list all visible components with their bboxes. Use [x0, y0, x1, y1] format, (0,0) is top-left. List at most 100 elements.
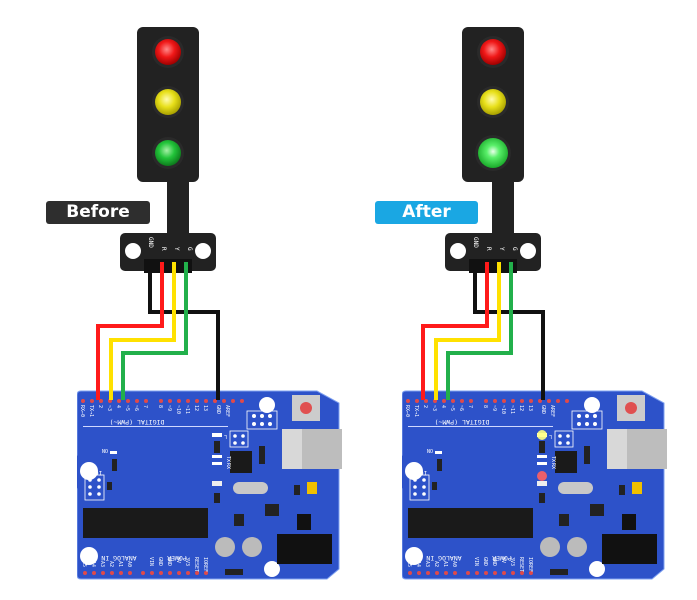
- l-label: L: [224, 433, 227, 439]
- digital-pin-label: 12: [193, 405, 199, 411]
- analog-pin-label: A4: [90, 561, 96, 567]
- gnd-pin-label: GND: [540, 405, 546, 414]
- analog-pin-label: A5: [406, 561, 412, 567]
- power-pin-label: GND: [157, 557, 163, 566]
- pin-label-g: G: [186, 247, 193, 251]
- digital-pin-label: 8: [157, 405, 163, 408]
- after-label: After: [375, 201, 478, 224]
- digital-pin-label: RX←0: [404, 405, 410, 417]
- digital-pin-label: 8: [482, 405, 488, 408]
- tx-label: TX: [550, 456, 556, 462]
- wires-after: [421, 262, 545, 400]
- power-pin-label: 5V: [500, 557, 506, 563]
- pin-label-gnd: GND: [147, 237, 154, 248]
- digital-pin-label: ~10: [500, 405, 506, 414]
- digital-pin-label: 4: [115, 405, 121, 408]
- wire-yellow: [434, 262, 501, 400]
- board-labels: DIGITAL (PWM~) ANALOG IN POWER ICSP ON T…: [79, 405, 231, 572]
- digital-pin-label: ~11: [509, 405, 515, 414]
- wire-green: [446, 262, 513, 400]
- pin-label-gnd: GND: [472, 237, 479, 248]
- power-pin-label: 3V3: [509, 557, 515, 566]
- digital-pin-label: ~9: [166, 405, 172, 411]
- power-pin-label: VIN: [148, 557, 154, 566]
- analog-pin-label: A1: [117, 561, 123, 567]
- digital-pin-label: ~5: [449, 405, 455, 411]
- pin-label-r: R: [160, 247, 167, 251]
- power-pin-label: GND: [491, 557, 497, 566]
- panel-before: [75, 27, 342, 579]
- analog-pin-label: A4: [415, 561, 421, 567]
- on-label: ON: [102, 447, 108, 453]
- power-pin-label: IOREF: [202, 557, 208, 572]
- pin-label-g: G: [511, 247, 518, 251]
- digital-pin-label: 2: [97, 405, 103, 408]
- power-pin-label: RESET: [193, 557, 199, 572]
- module-pin-labels: GND R Y G: [472, 237, 518, 251]
- rx-label: RX: [225, 463, 231, 469]
- green-light: [155, 140, 181, 166]
- pin-label-y: Y: [173, 247, 180, 251]
- digital-pin-label: 4: [440, 405, 446, 408]
- digital-pin-label: 2: [422, 405, 428, 408]
- digital-pin-label: TX→1: [413, 405, 419, 417]
- red-light: [155, 39, 181, 65]
- before-label: Before: [46, 201, 150, 224]
- digital-pin-label: 12: [518, 405, 524, 411]
- power-pin-label: 5V: [175, 557, 181, 563]
- digital-pin-label: ~3: [431, 405, 437, 411]
- analog-pin-label: A3: [424, 561, 430, 567]
- power-label: POWER: [492, 554, 512, 562]
- digital-pin-label: 13: [527, 405, 533, 411]
- pin-label-r: R: [485, 247, 492, 251]
- icsp-label: ICSP: [87, 469, 102, 476]
- icsp-label: ICSP: [412, 469, 427, 476]
- power-label: POWER: [167, 554, 187, 562]
- power-pin-label: 3V3: [184, 557, 190, 566]
- power-pin-label: IOREF: [527, 557, 533, 572]
- led-rx-glow: [537, 471, 547, 481]
- panel-after: [400, 27, 667, 579]
- wire-yellow: [109, 262, 176, 400]
- digital-pin-label: TX→1: [88, 405, 94, 417]
- digital-pin-label: ~3: [106, 405, 112, 411]
- digital-pin-label: ~6: [458, 405, 464, 411]
- wires-before: [96, 262, 220, 400]
- digital-pin-label: 13: [202, 405, 208, 411]
- analog-pin-label: A5: [81, 561, 87, 567]
- digital-label: DIGITAL (PWM~): [435, 418, 490, 426]
- led-l-glow: [537, 430, 547, 440]
- power-pin-label: GND: [166, 557, 172, 566]
- wire-red: [96, 262, 164, 400]
- analog-pin-label: A2: [433, 561, 439, 567]
- red-light: [480, 39, 506, 65]
- power-pin-label: RESET: [518, 557, 524, 572]
- aref-pin-label: AREF: [549, 405, 555, 417]
- digital-pin-label: ~10: [175, 405, 181, 414]
- on-label: ON: [427, 447, 433, 453]
- digital-label: DIGITAL (PWM~): [110, 418, 165, 426]
- digital-pin-label: RX←0: [79, 405, 85, 417]
- digital-pin-label: ~11: [184, 405, 190, 414]
- wire-red: [421, 262, 489, 400]
- digital-pin-label: ~6: [133, 405, 139, 411]
- power-pin-label: VIN: [473, 557, 479, 566]
- l-label: L: [549, 433, 552, 439]
- board-labels: DIGITAL (PWM~) ANALOG IN POWER ICSP ON T…: [404, 405, 556, 572]
- yellow-light: [155, 89, 181, 115]
- analog-pin-label: A2: [108, 561, 114, 567]
- rx-label: RX: [550, 463, 556, 469]
- pin-label-y: Y: [498, 247, 505, 251]
- power-pin-label: GND: [482, 557, 488, 566]
- analog-label: ANALOG IN: [101, 554, 136, 562]
- analog-pin-label: A1: [442, 561, 448, 567]
- analog-pin-label: A3: [99, 561, 105, 567]
- wire-green: [121, 262, 188, 400]
- green-light-on: [478, 138, 508, 168]
